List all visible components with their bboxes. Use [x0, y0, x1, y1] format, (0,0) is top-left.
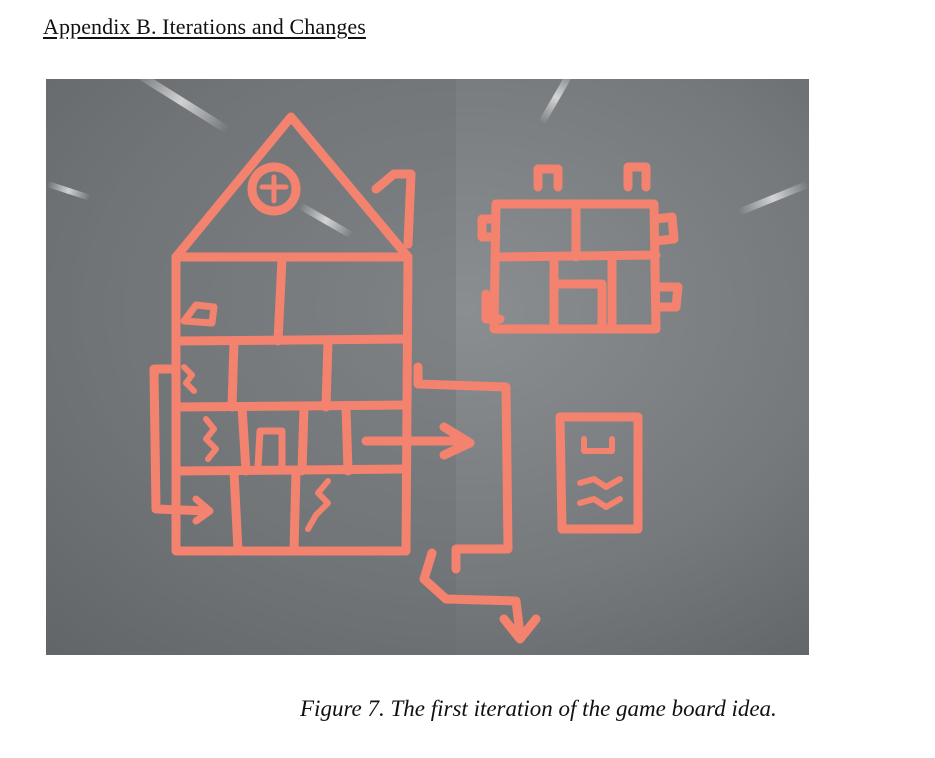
house-roof [171, 112, 413, 262]
marker-drawing [149, 112, 683, 644]
light-glare [46, 79, 809, 238]
small-house [489, 199, 661, 334]
whiteboard-sketch [46, 79, 809, 655]
bottom-arrow-path [419, 548, 525, 639]
house-body [171, 252, 413, 556]
figure-7-photo [46, 79, 809, 655]
attic-window [247, 162, 301, 216]
game-card [555, 412, 643, 534]
figure-caption: Figure 7. The first iteration of the gam… [300, 696, 777, 721]
appendix-heading: Appendix B. Iterations and Changes [43, 14, 366, 39]
bracket-path [413, 362, 513, 574]
house-chimney [371, 169, 416, 249]
left-path-arrow [149, 364, 213, 516]
